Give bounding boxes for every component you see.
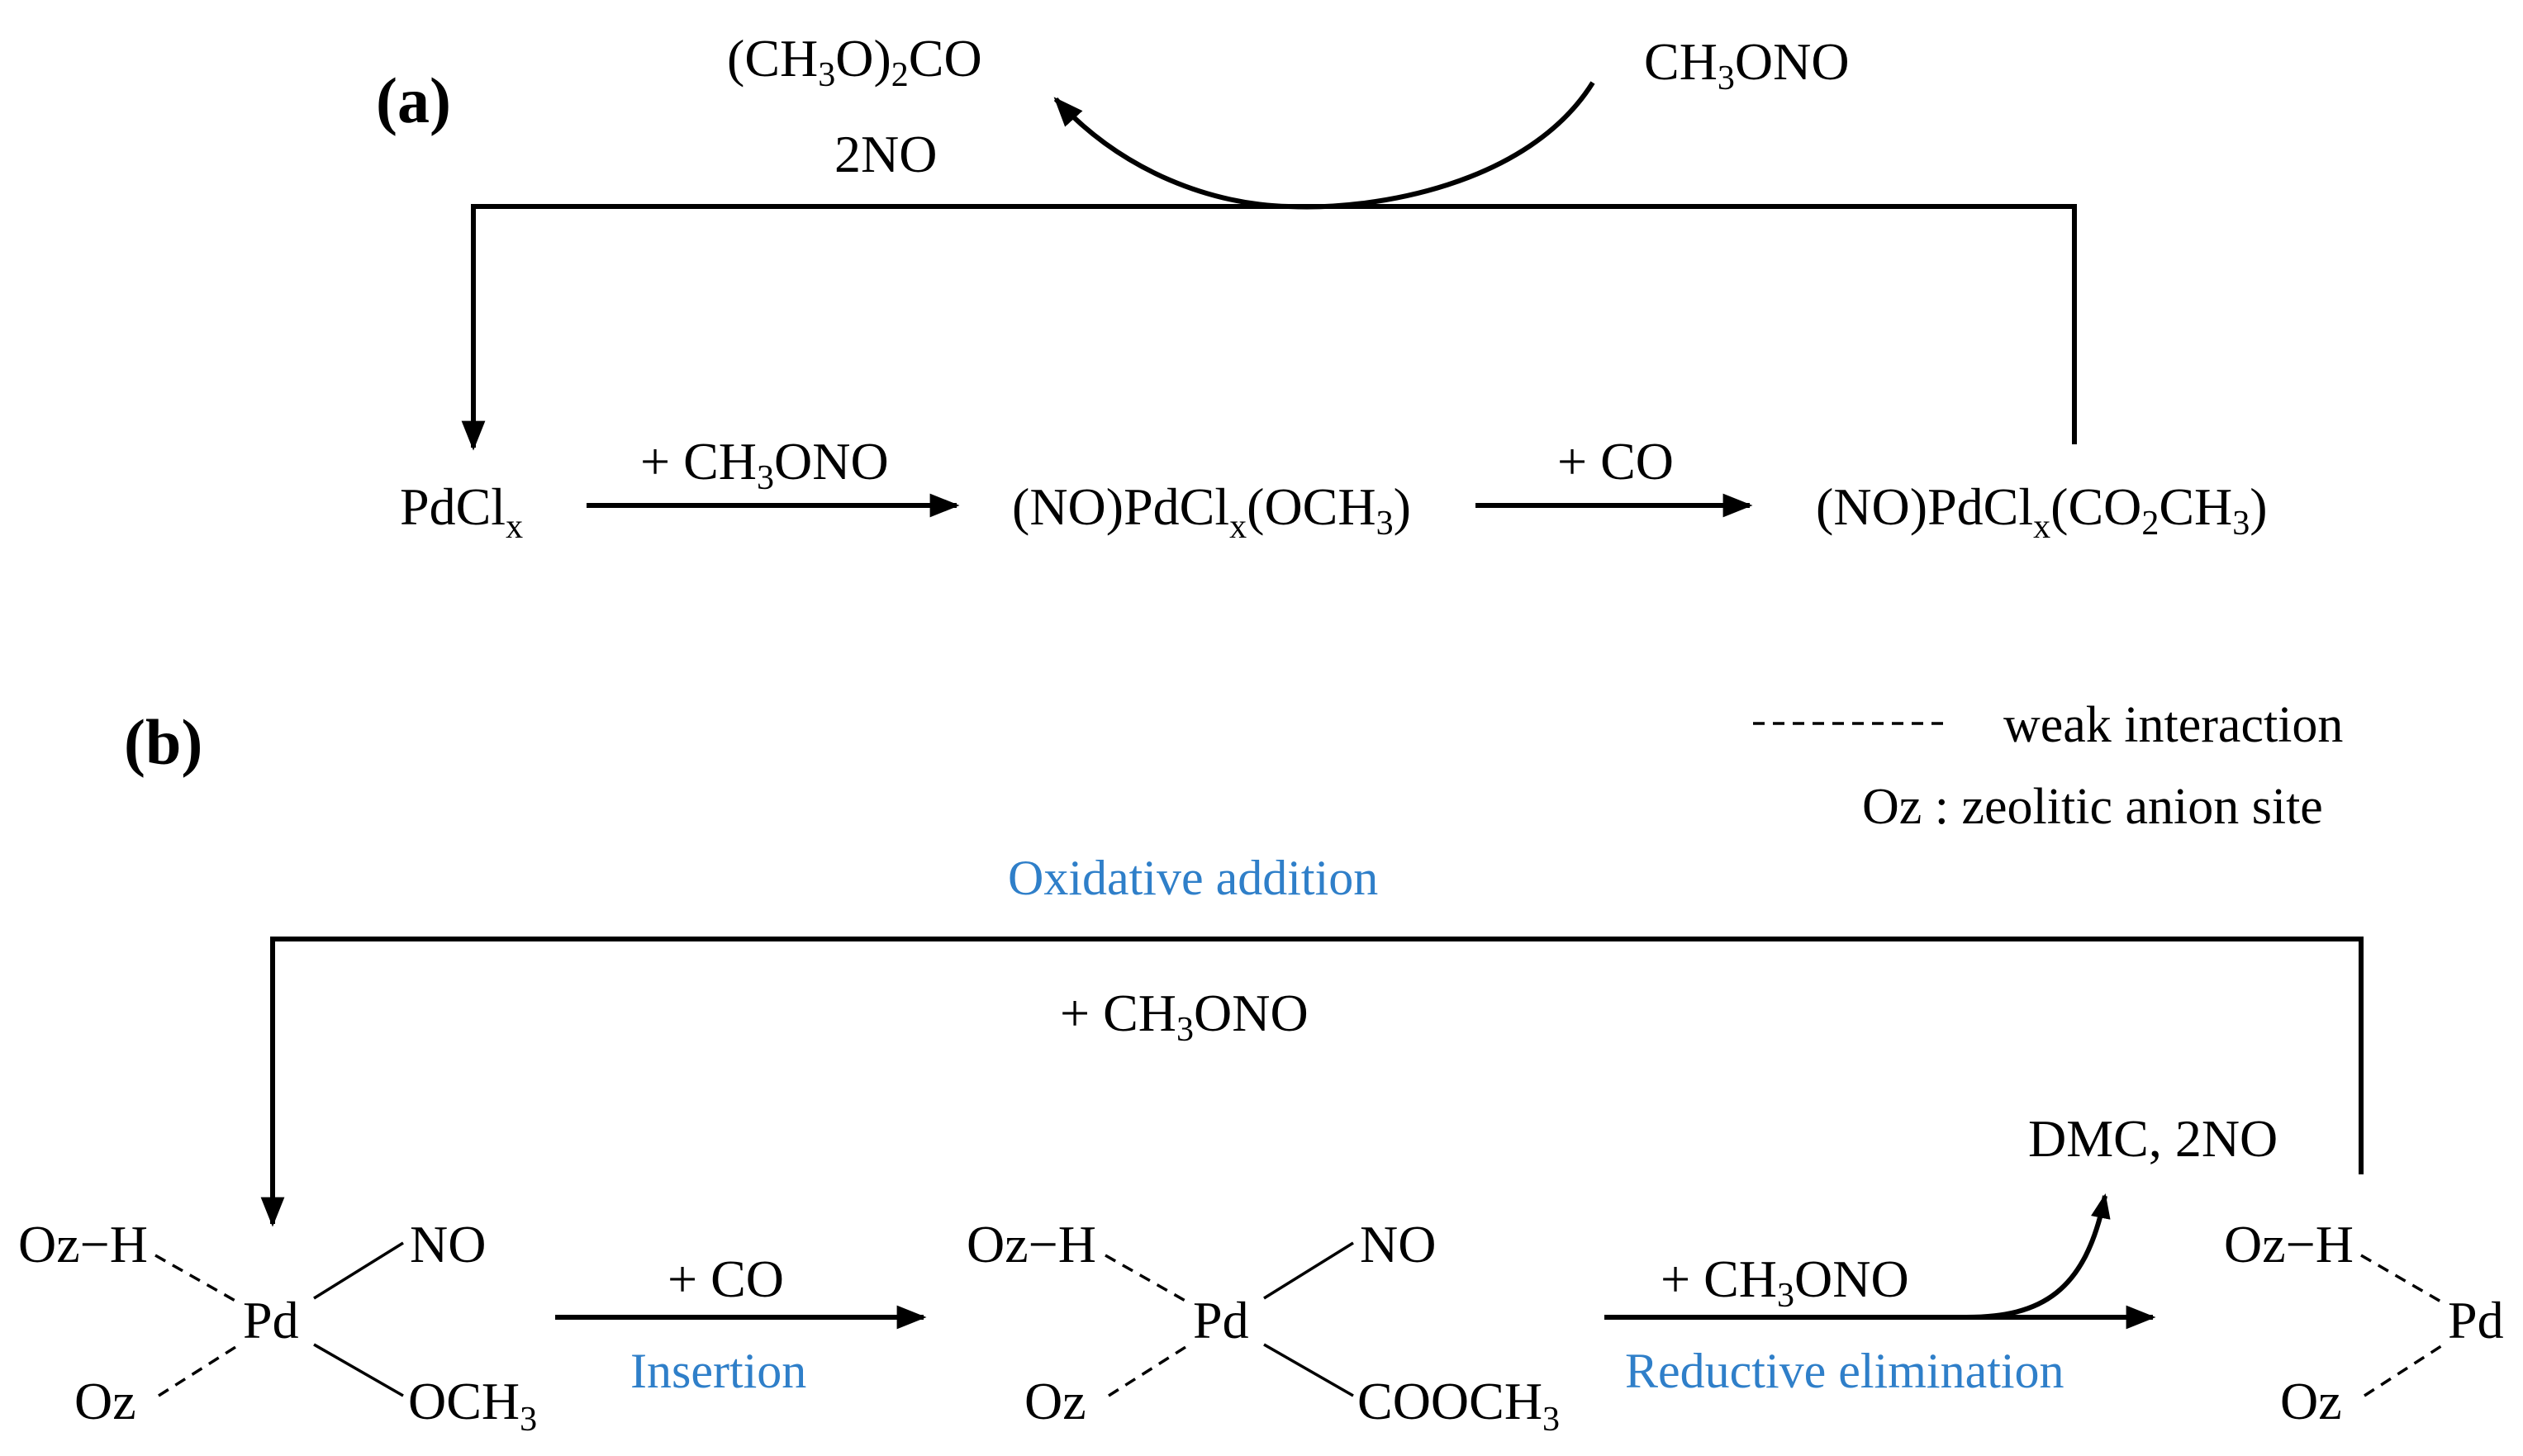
panel-b-cycle-arrow — [260, 937, 2364, 1227]
complex-3-weak-bond-oz — [2364, 1343, 2445, 1397]
oxidative-addition-reagent: + CH3ONO — [1060, 984, 1309, 1049]
complex-1-bond-och3 — [313, 1343, 404, 1397]
panel-a-product-dmc: (CH3O)2CO — [727, 29, 982, 94]
oxidative-addition-label: Oxidative addition — [1008, 851, 1378, 905]
complex-2-bond-cooch3 — [1263, 1343, 1354, 1397]
panel-a-step-2-label: + CO — [1557, 432, 1674, 491]
complex-3: Oz−H Pd Oz — [2224, 1215, 2504, 1430]
complex-2-bond-no — [1263, 1241, 1354, 1300]
panel-a-step-1-label: + CH3ONO — [640, 432, 889, 497]
panel-a-reactant-ch3ono: CH3ONO — [1644, 32, 1850, 97]
complex-2: Oz−H Pd Oz NO COOCH3 — [967, 1215, 1560, 1439]
reductive-elimination-label: Reductive elimination — [1625, 1344, 2064, 1398]
complex-3-pd: Pd — [2448, 1291, 2504, 1349]
complex-2-ligand-no: NO — [1360, 1215, 1436, 1273]
legend-weak-interaction: weak interaction — [2003, 697, 2343, 753]
complex-1-oz-h: Oz−H — [18, 1215, 148, 1273]
dmc-release-arrow — [1965, 1193, 2111, 1320]
complex-3-weak-bond-ozh — [2360, 1254, 2445, 1305]
complex-1: Oz−H Pd Oz NO OCH3 — [18, 1215, 537, 1439]
complex-3-oz: Oz — [2280, 1372, 2342, 1430]
complex-2-weak-bond-oz — [1108, 1343, 1190, 1397]
complex-1-weak-bond-ozh — [154, 1254, 240, 1305]
complex-1-weak-bond-oz — [158, 1343, 240, 1397]
complex-1-ligand-och3: OCH3 — [408, 1372, 537, 1439]
reductive-elimination-reagent: + CH3ONO — [1661, 1250, 1909, 1315]
reductive-elimination-products: DMC, 2NO — [2028, 1109, 2278, 1168]
panel-a-intermediate-1: (NO)PdClx(OCH3) — [1012, 477, 1411, 546]
panel-a-intermediate-2: (NO)PdClx(CO2CH3) — [1816, 477, 2268, 546]
panel-a-cycle-arrow — [461, 204, 2077, 451]
panel-b-label: (b) — [124, 706, 202, 778]
complex-1-pd: Pd — [243, 1291, 299, 1349]
complex-2-weak-bond-ozh — [1105, 1254, 1190, 1305]
complex-2-pd: Pd — [1193, 1291, 1249, 1349]
panel-a-start-pdclx: PdClx — [400, 477, 523, 546]
complex-1-bond-no — [313, 1241, 404, 1300]
panel-a-label: (a) — [376, 64, 451, 136]
panel-a-curved-arrow — [1053, 81, 1595, 210]
insertion-label: Insertion — [630, 1344, 806, 1398]
legend-oz-definition: Oz : zeolitic anion site — [1862, 779, 2323, 835]
complex-3-oz-h: Oz−H — [2224, 1215, 2354, 1273]
insertion-reagent: + CO — [668, 1250, 784, 1308]
panel-a-product-2no: 2NO — [834, 125, 937, 183]
complex-2-ligand-cooch3: COOCH3 — [1357, 1372, 1560, 1439]
complex-1-oz: Oz — [74, 1372, 136, 1430]
complex-2-oz: Oz — [1024, 1372, 1086, 1430]
complex-1-ligand-no: NO — [410, 1215, 486, 1273]
complex-2-oz-h: Oz−H — [967, 1215, 1096, 1273]
